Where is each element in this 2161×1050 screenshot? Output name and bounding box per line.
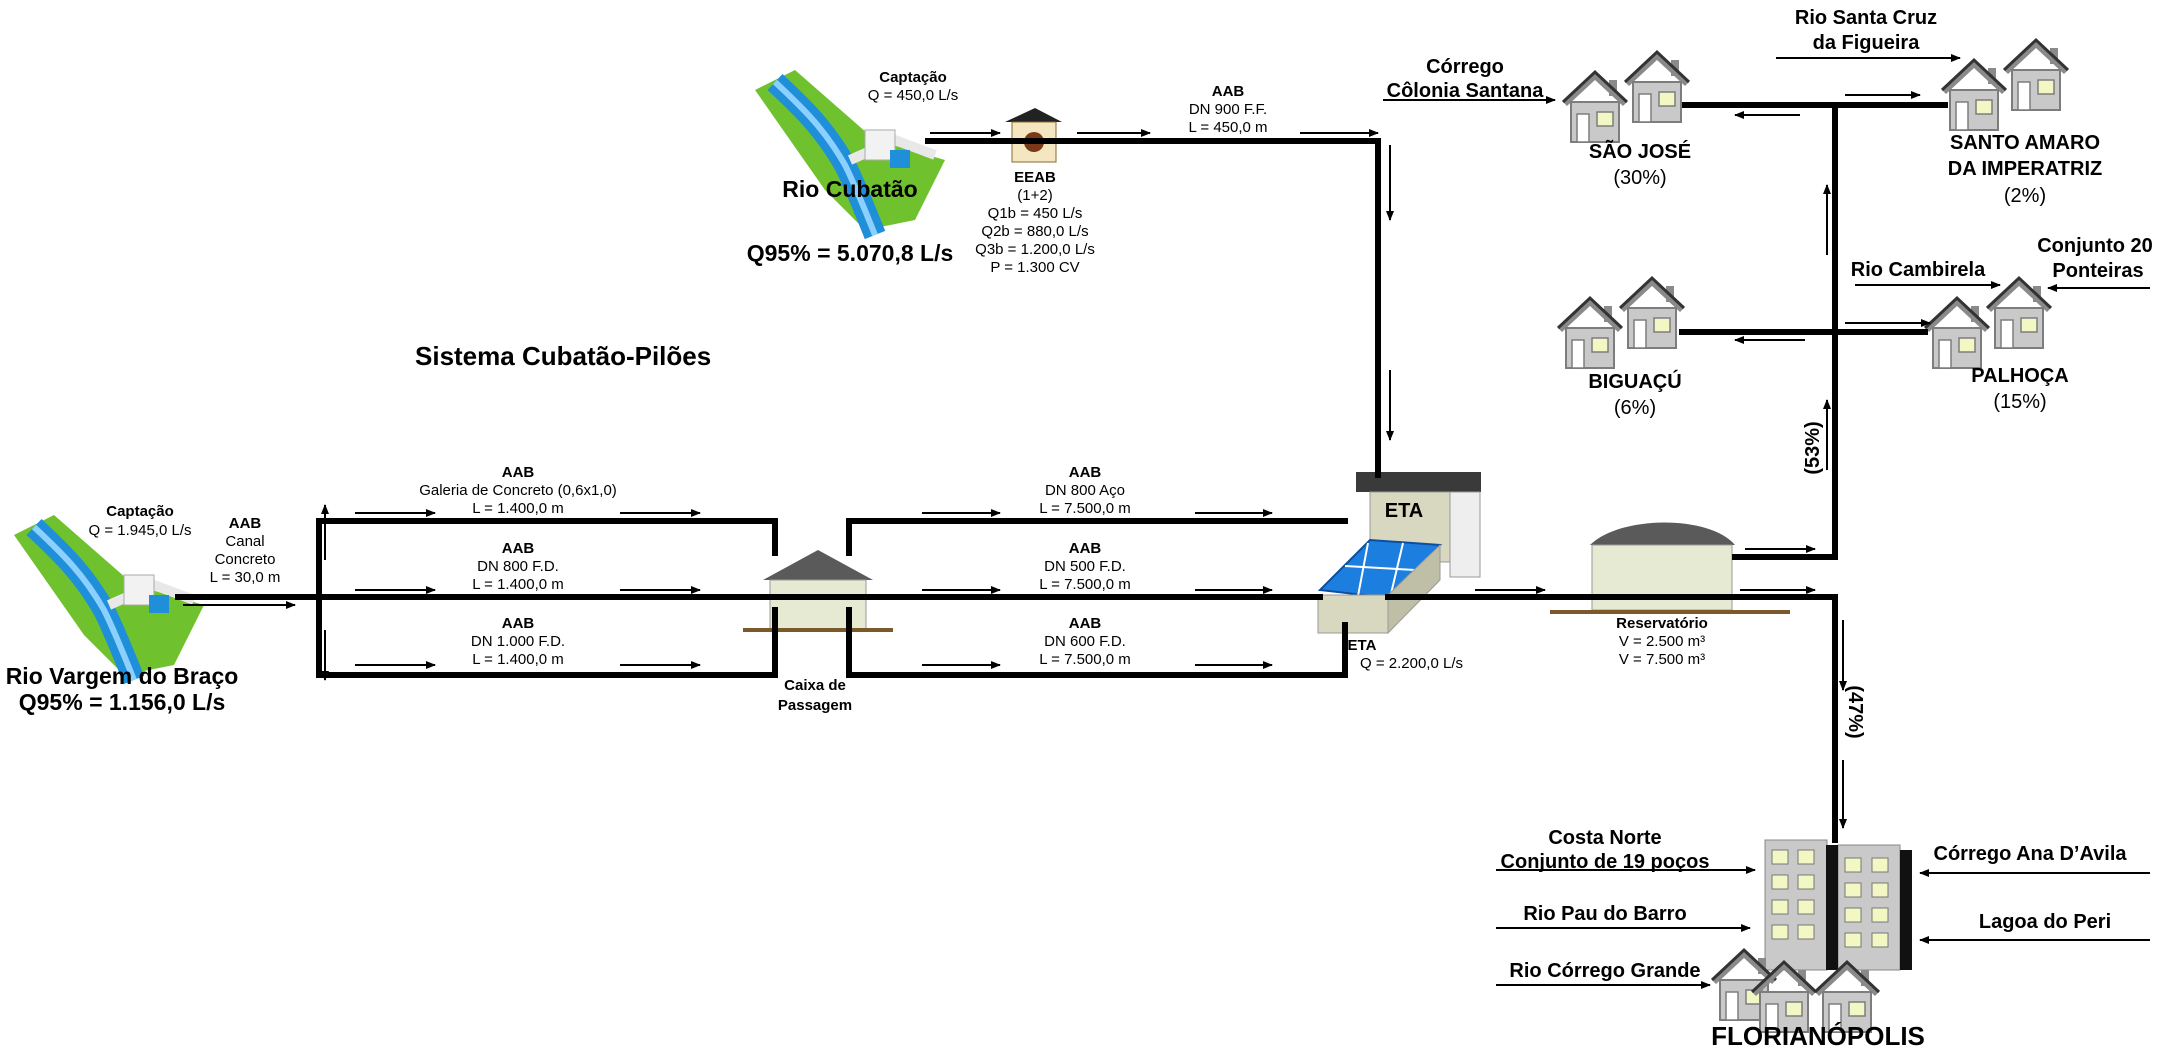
- aab-top-length: L = 450,0 m: [1188, 119, 1267, 136]
- pipelines: [175, 102, 1948, 843]
- lagoa-peri-label: Lagoa do Peri: [1979, 911, 2111, 933]
- aab-canal-line1: Canal: [225, 533, 264, 550]
- caixa-passagem-tank-icon: [741, 548, 895, 632]
- aab-left-3-title: AAB: [502, 615, 535, 632]
- costa-norte-line2: Conjunto de 19 poços: [1501, 851, 1710, 873]
- palhoca-houses-icon: [1925, 278, 2051, 368]
- aab-left-3-spec: DN 1.000 F.D.: [471, 633, 565, 650]
- santa-cruz-line2: da Figueira: [1813, 32, 1921, 54]
- biguacu-name: BIGUAÇÚ: [1588, 369, 1681, 393]
- aab-right-1-title: AAB: [1069, 464, 1102, 481]
- pipe-left-bottom: [316, 594, 778, 678]
- eeab-q3b: Q3b = 1.200,0 L/s: [975, 241, 1095, 258]
- aab-right-2-spec: DN 500 F.D.: [1044, 558, 1126, 575]
- palhoca-pct: (15%): [1993, 391, 2046, 413]
- corrego-grande-label: Rio Córrego Grande: [1509, 960, 1700, 982]
- santo-amaro-line1: SANTO AMARO: [1950, 132, 2100, 154]
- santa-cruz-line1: Rio Santa Cruz: [1795, 7, 1937, 29]
- pipe-right-bottom: [846, 607, 1348, 678]
- biguacu-pct: (6%): [1614, 397, 1656, 419]
- aab-right-3-length: L = 7.500,0 m: [1039, 651, 1131, 668]
- aab-canal-title: AAB: [229, 515, 262, 532]
- pipe-left-top: [316, 518, 778, 600]
- aab-canal-line2: Concreto: [215, 551, 276, 568]
- cubatao-captacao-flow: Q = 450,0 L/s: [868, 87, 958, 104]
- aab-top-title: AAB: [1212, 83, 1245, 100]
- sao-jose-pct: (30%): [1613, 167, 1666, 189]
- eeab-config: (1+2): [1017, 187, 1052, 204]
- aab-left-3-length: L = 1.400,0 m: [472, 651, 564, 668]
- aab-left-1-spec: Galeria de Concreto (0,6x1,0): [419, 482, 617, 499]
- aab-left-2-spec: DN 800 F.D.: [477, 558, 559, 575]
- aab-left-1-title: AAB: [502, 464, 535, 481]
- pau-do-barro-label: Rio Pau do Barro: [1523, 903, 1686, 925]
- aab-right-3-title: AAB: [1069, 615, 1102, 632]
- santo-amaro-line2: DA IMPERATRIZ: [1948, 158, 2102, 180]
- eeab-pump-house-icon: [1005, 108, 1062, 163]
- vargem-captacao-flow: Q = 1.945,0 L/s: [89, 522, 192, 539]
- eta-title: ETA: [1348, 637, 1377, 654]
- eta-building-icon: [1317, 472, 1481, 635]
- eta-flow: Q = 2.200,0 L/s: [1360, 655, 1463, 672]
- system-title: Sistema Cubatão-Pilões: [415, 341, 711, 371]
- santo-amaro-houses-icon: [1942, 40, 2068, 130]
- palhoca-name: PALHOÇA: [1971, 365, 2068, 387]
- ana-davila-label: Córrego Ana D’Avila: [1934, 843, 2128, 865]
- cubatao-captacao-title: Captação: [879, 69, 947, 86]
- aab-left-1-length: L = 1.400,0 m: [472, 500, 564, 517]
- reservatorio-title: Reservatório: [1616, 615, 1708, 632]
- aab-top-spec: DN 900 F.F.: [1189, 101, 1267, 118]
- florianopolis-name: FLORIANÓPOLIS: [1711, 1021, 1925, 1050]
- florianopolis-buildings-icon: [1710, 839, 1912, 1034]
- corrego-colonia-line1: Córrego: [1426, 56, 1504, 78]
- vargem-captacao-title: Captação: [106, 503, 174, 520]
- eta-building-label: ETA: [1385, 500, 1424, 522]
- rio-vargem-flow: Q95% = 1.156,0 L/s: [19, 689, 226, 715]
- eeab-title: EEAB: [1014, 169, 1056, 186]
- eeab-q2b: Q2b = 880,0 L/s: [981, 223, 1088, 240]
- corrego-colonia-line2: Côlonia Santana: [1387, 80, 1545, 102]
- aab-right-1-length: L = 7.500,0 m: [1039, 500, 1131, 517]
- aab-left-2-title: AAB: [502, 540, 535, 557]
- labels: Sistema Cubatão-Pilões Captação Q = 450,…: [6, 7, 2153, 1050]
- pipe-cubatao-to-eta: [925, 138, 1381, 478]
- eeab-power: P = 1.300 CV: [990, 259, 1079, 276]
- aab-right-1-spec: DN 800 Aço: [1045, 482, 1125, 499]
- pipe-right-top: [846, 518, 1348, 556]
- biguacu-houses-icon: [1558, 278, 1684, 368]
- cambirela-label: Rio Cambirela: [1851, 259, 1986, 281]
- conjunto20-line2: Ponteiras: [2052, 260, 2143, 282]
- aab-left-2-length: L = 1.400,0 m: [472, 576, 564, 593]
- rio-cubatao-name: Rio Cubatão: [782, 176, 917, 202]
- pct-53-label: (53%): [1802, 421, 1824, 474]
- conjunto20-line1: Conjunto 20: [2037, 235, 2153, 257]
- caixa-label-line2: Passagem: [778, 697, 852, 714]
- rio-vargem-name: Rio Vargem do Braço: [6, 663, 239, 689]
- reservatorio-v1: V = 2.500 m³: [1619, 633, 1705, 650]
- sao-jose-name: SÃO JOSÉ: [1589, 140, 1691, 163]
- sao-jose-houses-icon: [1563, 52, 1689, 142]
- rio-cubatao-flow: Q95% = 5.070,8 L/s: [747, 240, 954, 266]
- santo-amaro-pct: (2%): [2004, 185, 2046, 207]
- reservatorio-v2: V = 7.500 m³: [1619, 651, 1705, 668]
- costa-norte-line1: Costa Norte: [1548, 827, 1661, 849]
- aab-right-2-length: L = 7.500,0 m: [1039, 576, 1131, 593]
- flow-arrows: [183, 54, 2150, 989]
- aab-right-2-title: AAB: [1069, 540, 1102, 557]
- eeab-q1b: Q1b = 450 L/s: [988, 205, 1083, 222]
- caixa-label-line1: Caixa de: [784, 677, 846, 694]
- aab-right-3-spec: DN 600 F.D.: [1044, 633, 1126, 650]
- pct-47-label: (47%): [1844, 685, 1866, 738]
- aab-canal-length: L = 30,0 m: [210, 569, 281, 586]
